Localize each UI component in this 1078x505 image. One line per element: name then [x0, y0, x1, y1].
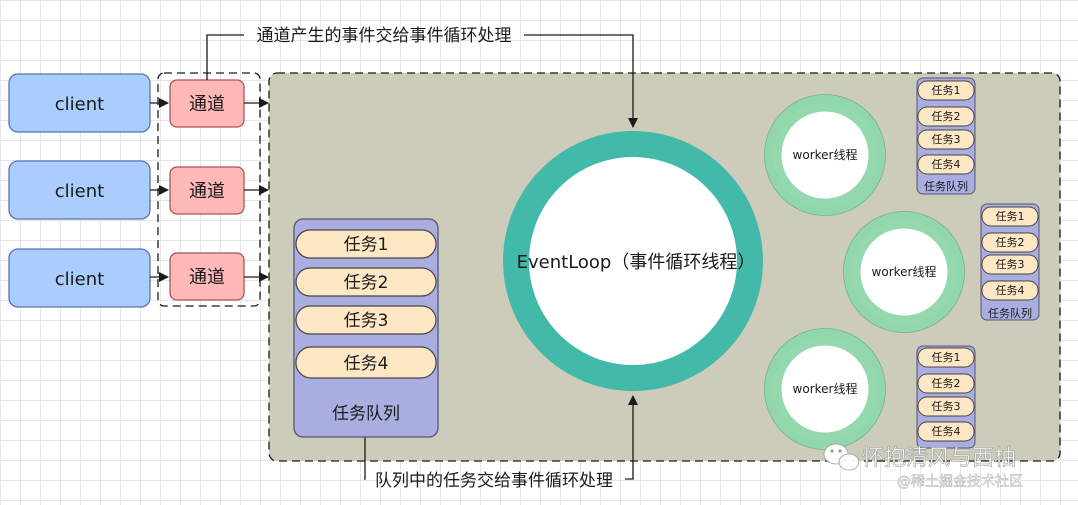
task-item	[295, 267, 437, 297]
task-item	[981, 232, 1039, 253]
task-item	[917, 129, 975, 150]
task-item	[917, 373, 975, 394]
client-node-1: client	[8, 73, 151, 133]
task-label: 任务3	[932, 400, 961, 413]
queue-title: 任务队列	[332, 404, 400, 424]
wechat-icon	[823, 443, 860, 471]
worker-node-1: worker线程	[764, 94, 886, 216]
client-node-2: client	[8, 160, 151, 220]
worker-label: worker线程	[793, 381, 858, 396]
task-label: 任务1	[932, 84, 961, 97]
task-item	[981, 280, 1039, 301]
queue-title: 任务队列	[924, 179, 968, 193]
client-node-3: client	[8, 248, 151, 308]
task-item	[917, 347, 975, 368]
main-task-queue: 任务1 任务2 任务3 任务4 任务队列	[293, 218, 439, 438]
client-label: client	[55, 94, 104, 115]
bottom-note: 队列中的任务交给事件循环处理	[375, 471, 613, 491]
watermark: 怀抱清风与西柚 @稀土掘金技术社区	[823, 443, 1023, 490]
task-label: 任务4	[996, 284, 1025, 297]
watermark-sub: @稀土掘金技术社区	[897, 474, 1023, 490]
worker-queue-3: 任务1 任务2 任务3 任务4	[916, 345, 976, 449]
task-item	[981, 254, 1039, 275]
task-label: 任务2	[344, 273, 389, 293]
watermark-main: 怀抱清风与西柚	[862, 446, 1016, 471]
eventloop-label: EventLoop（事件循环线程）	[517, 252, 756, 273]
task-item	[295, 346, 437, 379]
eventloop-node: EventLoop（事件循环线程）	[503, 131, 763, 391]
channel-label: 通道	[189, 267, 225, 288]
task-item	[917, 154, 975, 175]
task-item	[295, 229, 437, 259]
client-label: client	[55, 269, 104, 290]
task-label: 任务2	[996, 236, 1025, 249]
bottom-connector-right	[625, 395, 638, 480]
channel-label: 通道	[189, 181, 225, 202]
bottom-connector-left	[364, 437, 366, 480]
top-note: 通道产生的事件交给事件循环处理	[257, 26, 512, 46]
client-label: client	[55, 181, 104, 202]
worker-node-3: worker线程	[764, 328, 886, 450]
worker-label: worker线程	[872, 264, 937, 279]
task-item	[295, 305, 437, 335]
task-label: 任务2	[932, 377, 961, 390]
worker-label: worker线程	[793, 147, 858, 162]
task-label: 任务1	[996, 210, 1025, 223]
task-label: 任务1	[344, 235, 389, 255]
task-label: 任务4	[932, 425, 961, 438]
task-label: 任务3	[344, 311, 389, 331]
task-label: 任务3	[932, 133, 961, 146]
task-label: 任务1	[932, 351, 961, 364]
task-item	[917, 80, 975, 101]
channel-node-1: 通道	[169, 79, 245, 128]
channel-label: 通道	[189, 94, 225, 115]
task-item	[917, 396, 975, 417]
worker-queue-1: 任务1 任务2 任务3 任务4 任务队列	[916, 77, 976, 195]
task-label: 任务4	[932, 158, 961, 171]
task-label: 任务2	[932, 110, 961, 123]
top-connector-right	[524, 34, 638, 128]
channel-node-2: 通道	[169, 166, 245, 215]
worker-node-2: worker线程	[843, 211, 965, 333]
task-label: 任务3	[996, 258, 1025, 271]
task-item	[917, 106, 975, 127]
queue-title: 任务队列	[988, 306, 1032, 320]
task-item	[917, 421, 975, 442]
task-label: 任务4	[344, 354, 389, 374]
worker-queue-2: 任务1 任务2 任务3 任务4 任务队列	[980, 203, 1040, 321]
task-item	[981, 206, 1039, 227]
channel-node-3: 通道	[169, 252, 245, 301]
top-connector-left	[206, 34, 244, 80]
